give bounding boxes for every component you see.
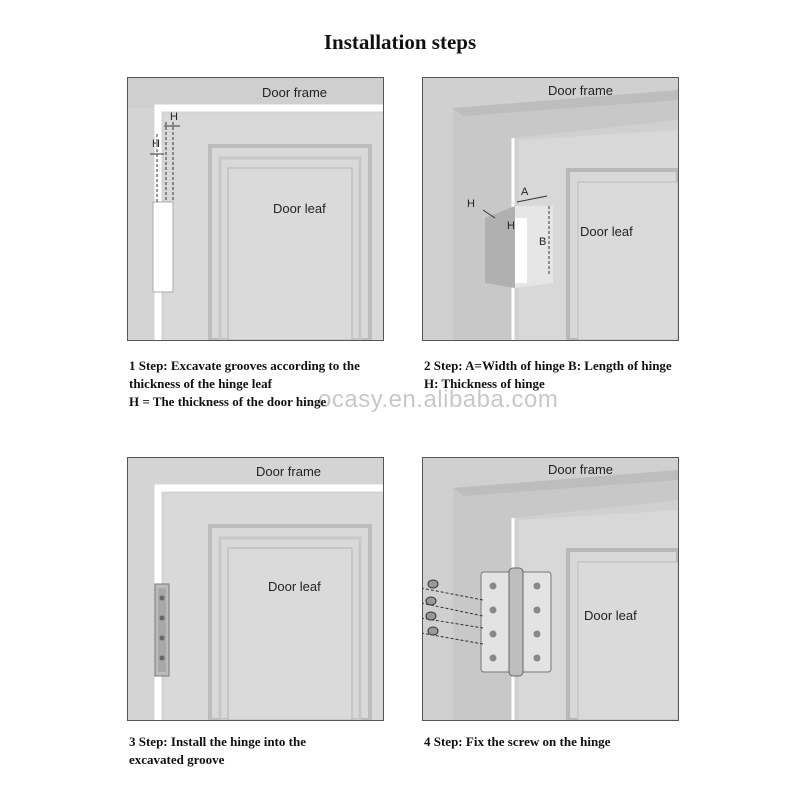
step3-illustration: Door frame Door leaf xyxy=(127,457,384,721)
a-label: A xyxy=(521,186,529,198)
step4-line1: 4 Step: Fix the screw on the hinge xyxy=(424,734,611,749)
step1-line2: thickness of the hinge leaf xyxy=(129,376,272,391)
watermark: ocasy.en.alibaba.com xyxy=(318,386,559,413)
step3-caption: 3 Step: Install the hinge into the excav… xyxy=(129,733,306,769)
h-label: H xyxy=(152,138,160,150)
step3-line2: excavated groove xyxy=(129,752,225,767)
step2-line2: H: Thickness of hinge xyxy=(424,376,545,391)
step1-line1: 1 Step: Excavate grooves according to th… xyxy=(129,358,360,373)
b-label: B xyxy=(539,236,547,248)
step2-caption: 2 Step: A=Width of hinge B: Length of hi… xyxy=(424,357,672,393)
door-leaf-label: Door leaf xyxy=(580,224,633,239)
step3-line1: 3 Step: Install the hinge into the xyxy=(129,734,306,749)
door-leaf-label: Door leaf xyxy=(268,579,321,594)
door-frame-label: Door frame xyxy=(256,464,322,479)
step2-line1: 2 Step: A=Width of hinge B: Length of hi… xyxy=(424,358,672,373)
door-leaf-label: Door leaf xyxy=(584,608,637,623)
door-frame-label: Door frame xyxy=(548,83,614,98)
step1-caption: 1 Step: Excavate grooves according to th… xyxy=(129,357,360,411)
step1-line3: H = The thickness of the door hinge xyxy=(129,394,327,409)
door-leaf-label: Door leaf xyxy=(273,201,326,216)
door-frame-label: Door frame xyxy=(548,462,614,477)
step4-caption: 4 Step: Fix the screw on the hinge xyxy=(424,733,610,751)
step2-illustration: Door frame Door leaf A B H H xyxy=(422,77,679,341)
door-frame-label: Door frame xyxy=(262,85,328,100)
step1-illustration: Door frame Door leaf H H xyxy=(127,77,384,341)
h-label: H xyxy=(467,198,475,210)
h-label: H xyxy=(507,220,515,232)
h-label: H xyxy=(170,111,178,123)
step4-illustration: Door frame Door leaf xyxy=(422,457,679,721)
page-title: Installation steps xyxy=(323,30,477,54)
